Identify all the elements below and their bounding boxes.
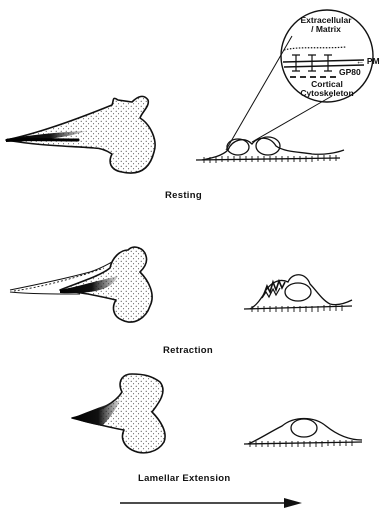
stage-label-resting: Resting <box>165 190 202 201</box>
extension-cell-top-view <box>72 374 165 453</box>
retraction-cell-side-view <box>244 275 352 312</box>
direction-arrow <box>120 498 302 508</box>
resting-cell-top-view <box>6 96 155 173</box>
inset-label-pm-text: PM <box>367 56 380 66</box>
extension-cell-side-view <box>244 419 362 448</box>
inset-label-gp80: GP80 <box>339 68 361 77</box>
stage-label-lamellar-extension: Lamellar Extension <box>138 473 231 484</box>
inset-label-extracellular-matrix: Extracellular / Matrix <box>296 16 356 34</box>
stage-label-retraction: Retraction <box>163 345 213 356</box>
inset-label-pm: ← PM <box>356 57 380 66</box>
pm-arrow-icon: ← <box>356 56 367 66</box>
inset-label-cortical-cytoskeleton: Cortical Cytoskeleton <box>292 80 362 98</box>
resting-cell-side-view <box>196 137 344 163</box>
retraction-cell-top-view <box>10 247 152 322</box>
